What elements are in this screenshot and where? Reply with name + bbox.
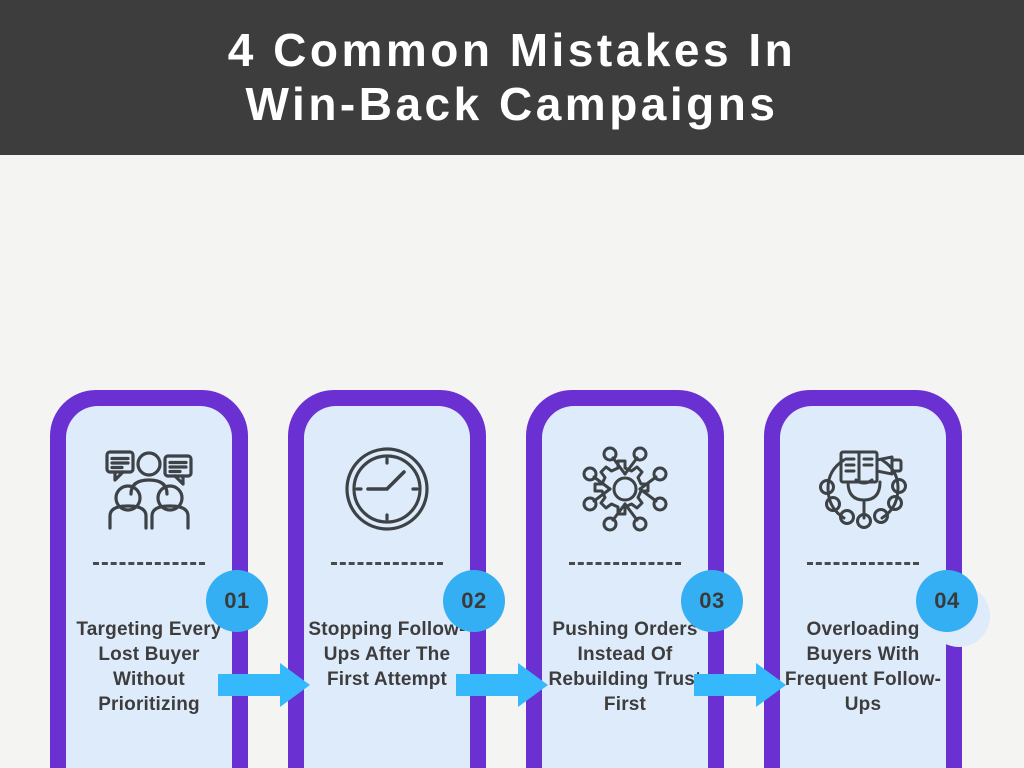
card-divider [807, 562, 919, 565]
page-title-line-2: Win-Back Campaigns [245, 77, 779, 130]
step-card-04[interactable]: Overloading Buyers With Frequent Follow-… [764, 390, 962, 768]
arrow-right-icon-1 [218, 663, 310, 707]
step-badge-label: 03 [699, 588, 725, 613]
step-card-inner: Targeting Every Lost Buyer Without Prior… [66, 406, 232, 768]
step-card-label-01: Targeting Every Lost Buyer Without Prior… [76, 619, 222, 716]
clock-icon [341, 446, 433, 532]
card-divider [569, 562, 681, 565]
step-card-label-03: Pushing Orders Instead Of Rebuilding Tru… [548, 619, 702, 716]
step-badge-03[interactable]: 03 [681, 570, 743, 632]
step-card-label-02: Stopping Follow-Ups After The First Atte… [308, 619, 466, 691]
arrow-right-icon-3 [694, 663, 786, 707]
card-divider [331, 562, 443, 565]
step-card-label-04: Overloading Buyers With Frequent Follow-… [784, 619, 942, 716]
megaphone-document-icon [817, 446, 909, 532]
step-badge-04[interactable]: 04 [916, 570, 978, 632]
step-card-inner: Pushing Orders Instead Of Rebuilding Tru… [542, 406, 708, 768]
page-title: 4 Common Mistakes In Win-Back Campaigns [228, 24, 796, 132]
step-card-inner: Stopping Follow-Ups After The First Atte… [304, 406, 470, 768]
gear-network-icon [579, 446, 671, 532]
card-divider [93, 562, 205, 565]
step-badge-label: 01 [224, 588, 250, 613]
page-title-line-1: 4 Common Mistakes In [227, 23, 797, 76]
step-badge-02[interactable]: 02 [443, 570, 505, 632]
step-badge-label: 02 [461, 588, 487, 613]
step-badge-01[interactable]: 01 [206, 570, 268, 632]
people-speech-bubbles-icon [103, 446, 195, 532]
arrow-right-icon-2 [456, 663, 548, 707]
infographic-stage: Targeting Every Lost Buyer Without Prior… [0, 155, 1024, 768]
step-badge-label: 04 [934, 588, 960, 613]
header-banner: 4 Common Mistakes In Win-Back Campaigns [0, 0, 1024, 155]
